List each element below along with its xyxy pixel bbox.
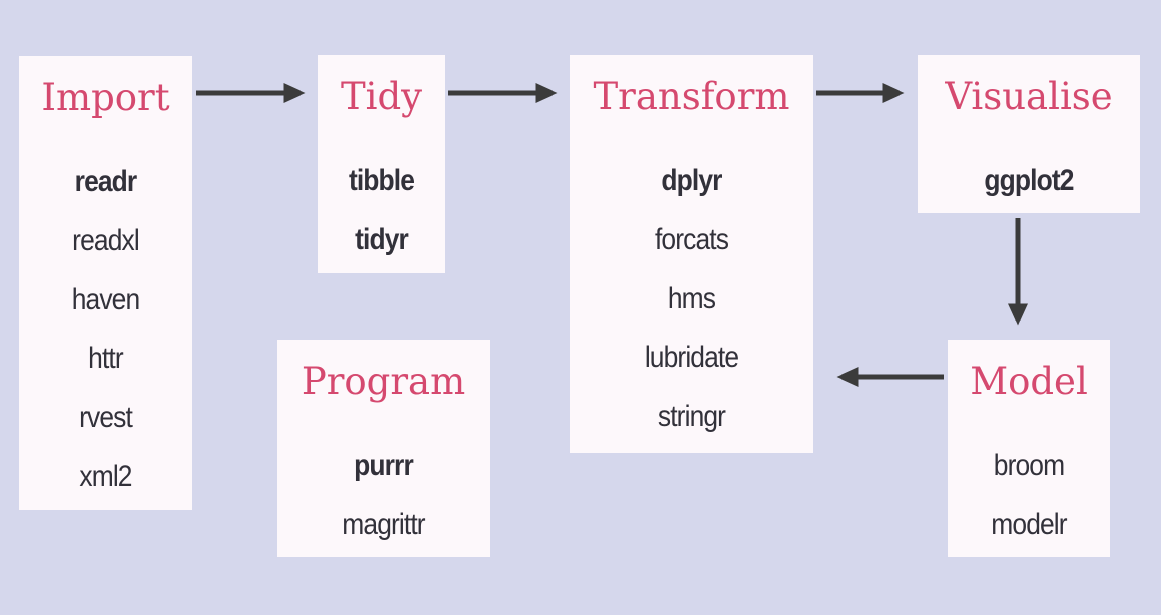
package-list: readr readxl haven httr rvest xml2 xyxy=(19,152,192,506)
stage-title-tidy: Tidy xyxy=(340,75,423,118)
package-readr: readr xyxy=(74,165,138,198)
stage-box-visualise: Visualise ggplot2 xyxy=(918,55,1140,213)
stage-title-transform: Transform xyxy=(593,75,790,118)
stage-title-import: Import xyxy=(41,76,170,119)
package-xml2: xml2 xyxy=(79,460,132,493)
package-stringr: stringr xyxy=(657,400,726,433)
package-modelr: modelr xyxy=(991,508,1067,541)
package-list: broom modelr xyxy=(948,436,1110,554)
stage-box-program: Program purrr magrittr xyxy=(277,340,490,557)
stage-box-model: Model broom modelr xyxy=(948,340,1110,557)
package-list: ggplot2 xyxy=(918,151,1140,210)
package-hms: hms xyxy=(667,282,716,315)
package-dplyr: dplyr xyxy=(661,164,722,197)
package-tidyr: tidyr xyxy=(355,223,409,256)
package-broom: broom xyxy=(993,449,1065,482)
stage-title-visualise: Visualise xyxy=(945,75,1113,118)
stage-box-transform: Transform dplyr forcats hms lubridate st… xyxy=(570,55,813,453)
package-rvest: rvest xyxy=(79,401,133,434)
package-lubridate: lubridate xyxy=(644,341,739,374)
stage-box-tidy: Tidy tibble tidyr xyxy=(318,55,445,273)
stage-box-import: Import readr readxl haven httr rvest xml… xyxy=(19,56,192,510)
package-haven: haven xyxy=(71,283,140,316)
package-purrr: purrr xyxy=(354,449,414,482)
package-list: tibble tidyr xyxy=(318,151,445,269)
package-httr: httr xyxy=(88,342,124,375)
package-ggplot2: ggplot2 xyxy=(984,164,1074,197)
package-list: purrr magrittr xyxy=(277,436,490,554)
stage-title-model: Model xyxy=(970,360,1088,403)
package-magrittr: magrittr xyxy=(342,508,425,541)
package-list: dplyr forcats hms lubridate stringr xyxy=(570,151,813,446)
stage-title-program: Program xyxy=(301,360,466,403)
package-tibble: tibble xyxy=(348,164,415,197)
package-readxl: readxl xyxy=(72,224,140,257)
package-forcats: forcats xyxy=(654,223,729,256)
